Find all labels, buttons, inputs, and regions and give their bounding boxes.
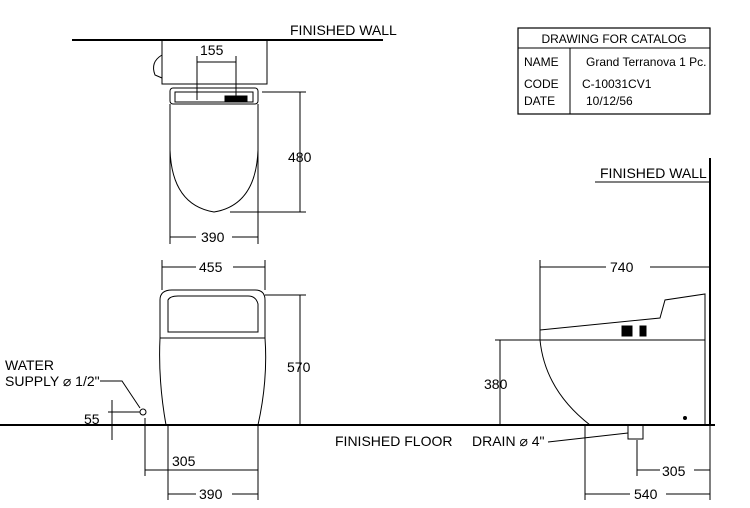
- dim-380: 380: [484, 376, 508, 392]
- dim-740: 740: [610, 259, 634, 275]
- dim-455: 455: [199, 259, 223, 275]
- title-block: DRAWING FOR CATALOG NAME Grand Terranova…: [517, 27, 711, 115]
- dim-540: 540: [634, 486, 658, 502]
- code-value: C-10031CV1: [582, 77, 652, 91]
- dim-side-305: 305: [662, 463, 686, 479]
- title-block-heading: DRAWING FOR CATALOG: [541, 32, 686, 46]
- dim-155: 155: [200, 42, 224, 58]
- finished-floor-label: FINISHED FLOOR: [335, 433, 452, 449]
- date-value: 10/12/56: [586, 94, 633, 108]
- dim-top-390: 390: [201, 229, 225, 245]
- dim-front-305: 305: [172, 453, 196, 469]
- dim-570: 570: [287, 359, 311, 375]
- dim-front-390: 390: [199, 486, 223, 502]
- water-supply-label-1: WATER: [5, 357, 54, 373]
- drain-label: DRAIN ⌀ 4": [472, 433, 545, 449]
- water-supply-label-2: SUPPLY ⌀ 1/2": [5, 373, 100, 389]
- date-label: DATE: [524, 94, 555, 108]
- code-label: CODE: [524, 77, 559, 91]
- front-view: 455 570 WATER SUPPLY ⌀ 1/2" 55 305 390: [5, 259, 311, 502]
- name-value: Grand Terranova 1 Pc.: [586, 55, 707, 69]
- top-view: FINISHED WALL 155 480 390: [72, 22, 397, 245]
- dim-480: 480: [288, 149, 312, 165]
- dim-55: 55: [84, 411, 100, 427]
- finished-wall-top-label: FINISHED WALL: [290, 22, 397, 38]
- side-view: FINISHED WALL 740 380 DRAIN ⌀ 4" 305 540: [472, 158, 711, 502]
- finished-wall-side-label: FINISHED WALL: [600, 165, 707, 181]
- name-label: NAME: [524, 55, 559, 69]
